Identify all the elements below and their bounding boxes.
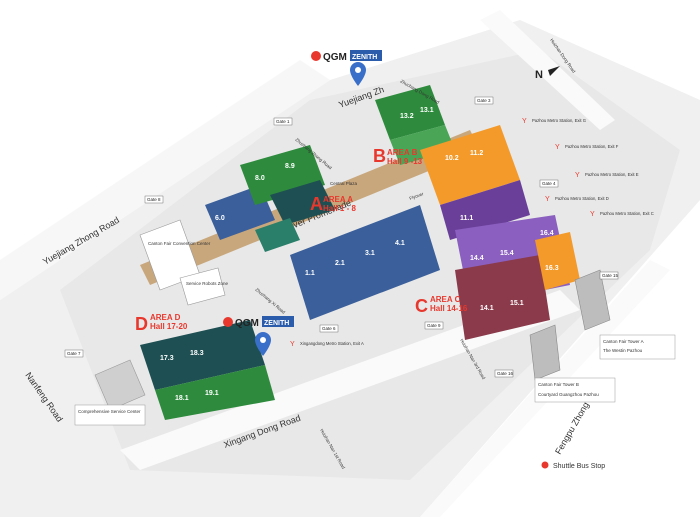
hall-label: 8.9 — [285, 163, 295, 170]
tower-a-label: Canton Fair Tower A — [603, 339, 644, 344]
hall-label: 17.3 — [160, 355, 174, 362]
hall-label: 18.3 — [190, 350, 204, 357]
area-label: AREA D — [150, 313, 181, 322]
hall-label: 1.1 — [305, 270, 315, 277]
area-letter: C — [415, 296, 428, 316]
hall-label: 15.4 — [500, 250, 514, 257]
compass-icon: N — [535, 66, 560, 81]
area-a-north-halls: 6.0 8.0 8.9 — [205, 145, 335, 240]
courtyard-label: Courtyard Guangzhou Pazhou — [538, 392, 599, 397]
hall-label: 6.0 — [215, 215, 225, 222]
location-pin-icon — [255, 332, 271, 356]
metro-label: Pazhou Metro Station, Exit G — [532, 118, 586, 123]
area-b-halls: 13.2 13.1 10.2 11.2 11.1 — [375, 85, 530, 240]
gate-label: Gate 3 — [477, 98, 491, 103]
sponsor-logo-top: QGM ZENITH — [311, 50, 382, 86]
hall-label: 8.0 — [255, 175, 265, 182]
metro-icon: Y — [290, 341, 295, 348]
area-label: AREA A — [323, 195, 353, 204]
metro-label: Pazhou Metro Station, Exit E — [585, 172, 639, 177]
tower-b-label: Canton Fair Tower B — [538, 382, 579, 387]
area-b-header: B AREA B Hall 9 -13 — [373, 146, 423, 166]
metro-icon: Y — [575, 172, 580, 179]
metro-stations: Pazhou Metro Station, Exit G Pazhou Metr… — [290, 118, 654, 348]
area-halls: Hall 1 - 8 — [323, 204, 356, 213]
gate-label: Gate 16 — [497, 371, 514, 376]
gate-label: Gate 9 — [427, 323, 441, 328]
hall-label: 3.1 — [365, 250, 375, 257]
area-letter: D — [135, 314, 148, 334]
legend: Shuttle Bus Stop — [541, 461, 605, 470]
service-robots-label: Service Robots Zone — [186, 281, 229, 286]
sponsor-name: QGM — [323, 52, 347, 63]
metro-icon: Y — [545, 196, 550, 203]
sponsor-name: ZENITH — [352, 54, 377, 61]
central-plaza-label: Central Plaza — [330, 181, 358, 186]
service-robots-zone: Service Robots Zone — [179, 267, 229, 306]
hall-label: 14.4 — [470, 255, 484, 262]
hall-label: 16.4 — [540, 230, 554, 237]
location-pin-icon — [350, 62, 366, 86]
area-label: AREA B — [387, 148, 418, 157]
area-d-header: D AREA D Hall 17-20 — [135, 313, 188, 334]
gate-label: Gate 8 — [147, 197, 161, 202]
hall-label: 19.1 — [205, 390, 219, 397]
hall-label: 18.1 — [175, 395, 189, 402]
metro-label: Pazhou Metro Station, Exit D — [555, 196, 609, 201]
gate-label: Gate 4 — [542, 181, 556, 186]
comprehensive-service-center: Comprehensive Service Center — [74, 359, 146, 426]
legend-label: Shuttle Bus Stop — [553, 463, 605, 470]
metro-icon: Y — [555, 144, 560, 151]
area-d-halls: 17.3 18.3 18.1 19.1 — [140, 320, 275, 420]
sponsor-logo-bottom: QGM ZENITH — [223, 316, 294, 356]
canton-fair-tower-b: Canton Fair Tower B Courtyard Guangzhou … — [529, 324, 616, 403]
hall-label: 10.2 — [445, 155, 459, 162]
area-letter: A — [310, 194, 323, 214]
area-halls: Hall 14-16 — [430, 304, 468, 313]
hall-label: 13.2 — [400, 113, 414, 120]
hall-label: 11.1 — [460, 215, 473, 222]
hall-label: 4.1 — [395, 240, 405, 247]
metro-icon: Y — [522, 118, 527, 125]
metro-label: Pazhou Metro Station, Exit C — [600, 211, 654, 216]
area-label: AREA C — [430, 295, 461, 304]
westin-label: The Westin Pazhou — [603, 348, 643, 353]
comprehensive-label: Comprehensive Service Center — [78, 409, 141, 414]
shuttle-stop-icon — [541, 461, 549, 469]
hall-label: 2.1 — [335, 260, 345, 267]
metro-label: Xingangdong Metro Station, Exit A — [300, 341, 364, 346]
metro-icon: Y — [590, 211, 595, 218]
hall-label: 11.2 — [470, 150, 483, 157]
sponsor-name: QGM — [235, 318, 259, 329]
area-letter: B — [373, 146, 386, 166]
area-halls: Hall 9 -13 — [387, 157, 423, 166]
canton-fair-tower-a: Canton Fair Tower A The Westin Pazhou — [574, 269, 676, 360]
hall-label: 13.1 — [420, 107, 434, 114]
gate-label: Gate 15 — [602, 273, 619, 278]
convention-label: Canton Fair Convention Center — [148, 241, 211, 246]
gate-label: Gate 6 — [322, 326, 336, 331]
metro-label: Pazhou Metro Station, Exit F — [565, 144, 619, 149]
flyover-label: Flyover — [409, 191, 425, 201]
sponsor-name: ZENITH — [264, 320, 289, 327]
hall-label: 14.1 — [480, 305, 494, 312]
area-a-main-halls: 1.1 2.1 3.1 4.1 — [255, 205, 440, 320]
compass-label: N — [535, 69, 543, 81]
area-c-halls: 14.4 15.4 16.4 16.3 14.1 15.1 — [455, 215, 580, 340]
gate-label: Gate 1 — [276, 119, 290, 124]
hall-label: 15.1 — [510, 300, 524, 307]
gates: Gate 1 Gate 3 Gate 8 Gate 7 Gate 6 Gate … — [64, 96, 619, 378]
gate-label: Gate 7 — [67, 351, 81, 356]
area-a-header: A AREA A Hall 1 - 8 — [310, 194, 356, 214]
hall-label: 16.3 — [545, 265, 559, 272]
area-halls: Hall 17-20 — [150, 322, 188, 331]
area-c-header: C AREA C Hall 14-16 — [415, 295, 468, 316]
